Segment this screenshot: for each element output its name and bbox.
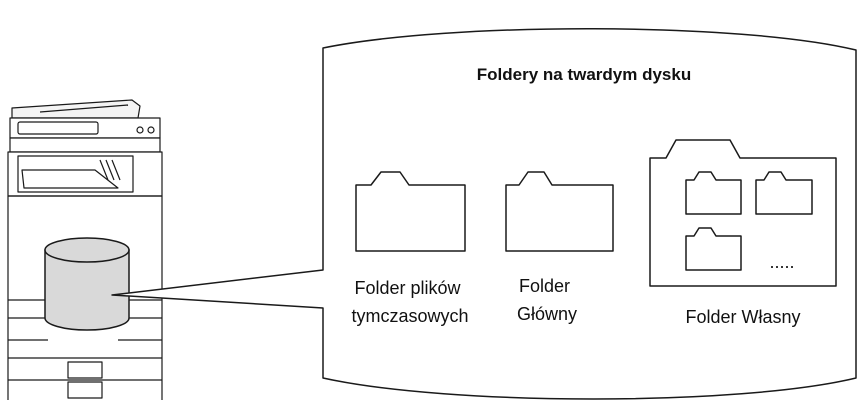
custom-folder-icon [649, 139, 837, 287]
main-folder-label: Folder Główny [517, 276, 577, 324]
diagram-title: Foldery na twardym dysku [477, 65, 691, 84]
custom-folder-label: Folder Własny [685, 307, 800, 327]
main-folder-label-line1: Folder [519, 276, 570, 296]
hard-disk-cylinder-icon [44, 237, 130, 331]
temporary-folder-label-line1: Folder plików [354, 278, 461, 298]
custom-folder-ellipsis: ..... [769, 252, 794, 272]
main-folder-icon [505, 171, 614, 252]
temporary-folder-label: Folder plików tymczasowych [351, 278, 468, 326]
callout-bubble [111, 28, 857, 400]
subfolder-icon [685, 227, 742, 271]
subfolder-icon [685, 171, 742, 215]
subfolder-icon [755, 171, 813, 215]
temporary-folder-label-line2: tymczasowych [351, 306, 468, 326]
main-folder-label-line2: Główny [517, 304, 577, 324]
temporary-files-folder-icon [355, 171, 466, 252]
